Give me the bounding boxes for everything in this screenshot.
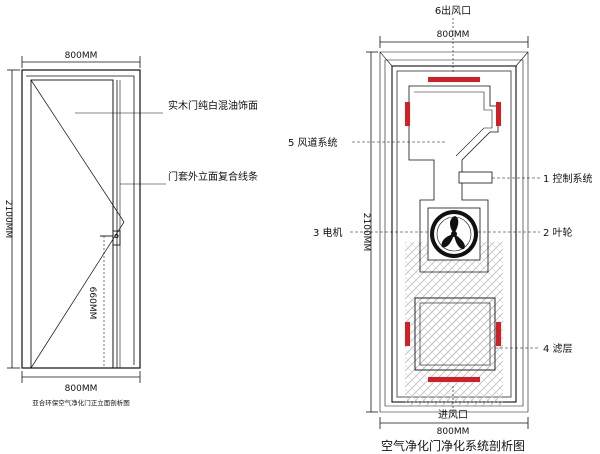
filter-layer <box>414 297 496 371</box>
label-motor: 3 电机 <box>313 226 343 239</box>
left-opening-swing-lines <box>30 79 125 369</box>
right-top-width: 800MM <box>437 30 470 40</box>
left-handle-height: 660MM <box>87 287 97 320</box>
left-caption: 亚合环保空气净化门正立面剖析图 <box>32 398 130 407</box>
label-air-inlet: 进风口 <box>438 409 468 421</box>
label-impeller: 2 叶轮 <box>543 226 573 239</box>
right-bottom-width: 800MM <box>437 427 470 437</box>
left-height: 2100MM <box>3 200 13 238</box>
red-seal-strips <box>405 77 501 382</box>
label-duct-system: 5 风道系统 <box>288 136 338 149</box>
door-handle-icon <box>100 230 121 246</box>
left-bottom-dimension <box>21 371 141 383</box>
right-top-dimension <box>379 36 529 48</box>
fan-impeller-icon <box>427 207 481 261</box>
label-door-surface: 实木门纯白混油饰面 <box>168 99 258 112</box>
label-air-outlet: 6出风口 <box>435 4 471 17</box>
label-door-trim: 门套外立面复合线条 <box>168 170 258 183</box>
left-height-dimension <box>7 69 20 369</box>
air-duct-path <box>408 85 499 273</box>
control-box <box>458 171 493 184</box>
label-filter: 4 滤层 <box>543 342 573 355</box>
right-caption: 空气净化门净化系统剖析图 <box>381 438 525 453</box>
right-bottom-dimension <box>379 417 529 429</box>
left-elevation-view: 800MM 660MM 2100MM <box>3 51 258 407</box>
left-door-frame <box>21 69 141 369</box>
left-bottom-width: 800MM <box>65 384 98 394</box>
callout-lines <box>350 141 540 349</box>
left-top-width: 800MM <box>65 51 98 61</box>
left-top-dimension <box>21 56 141 68</box>
label-control-system: 1 控制系统 <box>543 172 593 185</box>
right-system-view: 6出风口 800MM <box>288 4 593 453</box>
